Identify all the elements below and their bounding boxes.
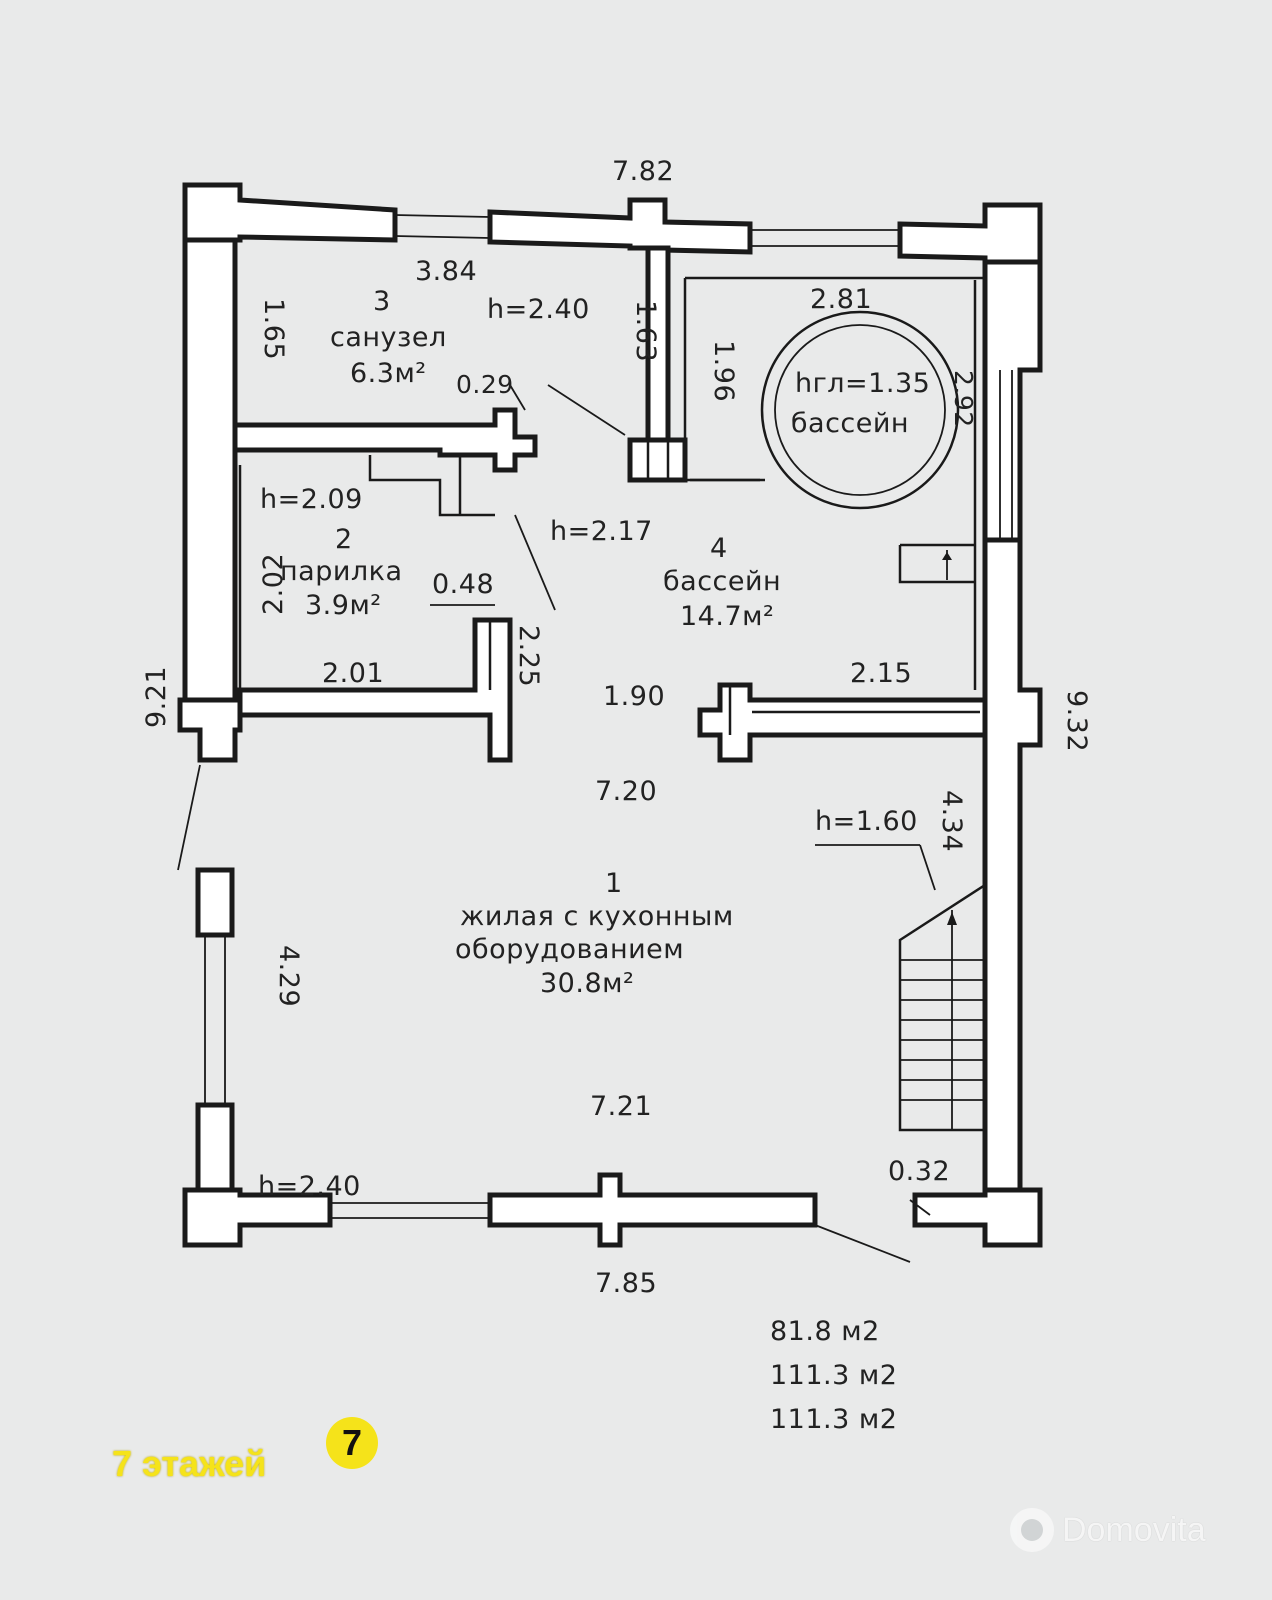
dim-pool: 2.92 bbox=[949, 370, 978, 428]
dim-wall-048: 0.48 bbox=[432, 569, 494, 600]
total-living-area: 81.8 м2 bbox=[770, 1316, 880, 1347]
dim-pool-room-side: 1.96 bbox=[708, 340, 739, 402]
room-4-area: 14.7м² bbox=[680, 601, 774, 632]
dim-pool-room-width: 2.81 bbox=[810, 284, 872, 315]
domovita-logo-icon bbox=[1010, 1508, 1054, 1552]
height-stairs: h=1.60 bbox=[815, 806, 918, 837]
staircase bbox=[898, 882, 987, 1132]
room-1-number: 1 bbox=[605, 868, 623, 899]
pool-basin bbox=[690, 310, 975, 584]
dim-bottom-overall: 7.85 bbox=[595, 1268, 657, 1299]
dim-wc-height: 1.65 bbox=[258, 298, 289, 360]
room-3-name: санузел bbox=[330, 322, 447, 353]
dim-corridor-225: 2.25 bbox=[513, 625, 544, 687]
dim-sauna-height: 2.02 bbox=[258, 553, 289, 615]
dim-living-top: 7.20 bbox=[595, 776, 657, 807]
room-2-number: 2 bbox=[335, 524, 353, 555]
watermark-text: Domovita bbox=[1062, 1510, 1206, 1549]
pool-label: бассейн bbox=[791, 408, 909, 439]
room-2-area: 3.9м² bbox=[305, 590, 382, 621]
dimension-labels: 7.82 7.85 9.21 9.32 3.84 1.65 1.63 0.29 … bbox=[141, 156, 1092, 1299]
floors-badge: 7 этажей 7 bbox=[112, 1417, 378, 1485]
height-labels: h=2.40 hгл=1.35 h=2.09 h=2.17 h=1.60 h=2… bbox=[258, 294, 930, 1202]
seven-floors-logo-icon: 7 bbox=[326, 1417, 378, 1469]
dim-wc-width: 3.84 bbox=[415, 256, 477, 287]
floors-label: 7 этажей bbox=[112, 1443, 267, 1484]
area-totals: 81.8 м2 111.3 м2 111.3 м2 bbox=[770, 1310, 897, 1442]
room-3-area: 6.3м² bbox=[350, 358, 427, 389]
room-2-name: парилка bbox=[280, 556, 403, 587]
room-1-name-line1: жилая с кухонным bbox=[460, 901, 734, 932]
room-1-area: 30.8м² bbox=[540, 968, 634, 999]
height-living: h=2.40 bbox=[258, 1171, 361, 1202]
total-area-with-balconies: 111.3 м2 bbox=[770, 1404, 898, 1435]
dim-wc-side: 1.63 bbox=[630, 300, 661, 362]
room-labels: 3 санузел 6.3м² 2 парилка 3.9м² бассейн … bbox=[280, 286, 909, 999]
dim-sauna-width: 2.01 bbox=[322, 658, 384, 689]
room-4-name: бассейн bbox=[663, 566, 781, 597]
room-1-name-line2: оборудованием bbox=[455, 934, 684, 965]
dim-pool-bottom: 2.15 bbox=[850, 658, 912, 689]
dim-wall-032: 0.32 bbox=[888, 1156, 950, 1187]
dim-left-overall: 9.21 bbox=[141, 666, 172, 728]
total-area: 111.3 м2 bbox=[770, 1360, 898, 1391]
height-sauna: h=2.09 bbox=[260, 484, 363, 515]
dim-left-window: 4.29 bbox=[273, 945, 304, 1007]
room-3-number: 3 bbox=[373, 286, 391, 317]
dim-top-overall: 7.82 bbox=[612, 156, 674, 187]
height-pool-depth: hгл=1.35 bbox=[795, 368, 930, 399]
dim-wall-029: 0.29 bbox=[456, 370, 514, 399]
leader-lines bbox=[177, 384, 936, 1263]
watermark: Domovita bbox=[1010, 1508, 1206, 1552]
dim-stairs-len: 4.34 bbox=[936, 790, 967, 852]
dim-corridor-190: 1.90 bbox=[603, 681, 665, 712]
height-wc: h=2.40 bbox=[487, 294, 590, 325]
dim-living-bottom: 7.21 bbox=[590, 1091, 652, 1122]
outer-walls bbox=[177, 182, 1043, 1248]
dim-right-overall: 9.32 bbox=[1061, 690, 1092, 752]
height-pool-room: h=2.17 bbox=[550, 516, 653, 547]
room-4-number: 4 bbox=[710, 533, 728, 564]
interior-walls bbox=[232, 245, 988, 763]
